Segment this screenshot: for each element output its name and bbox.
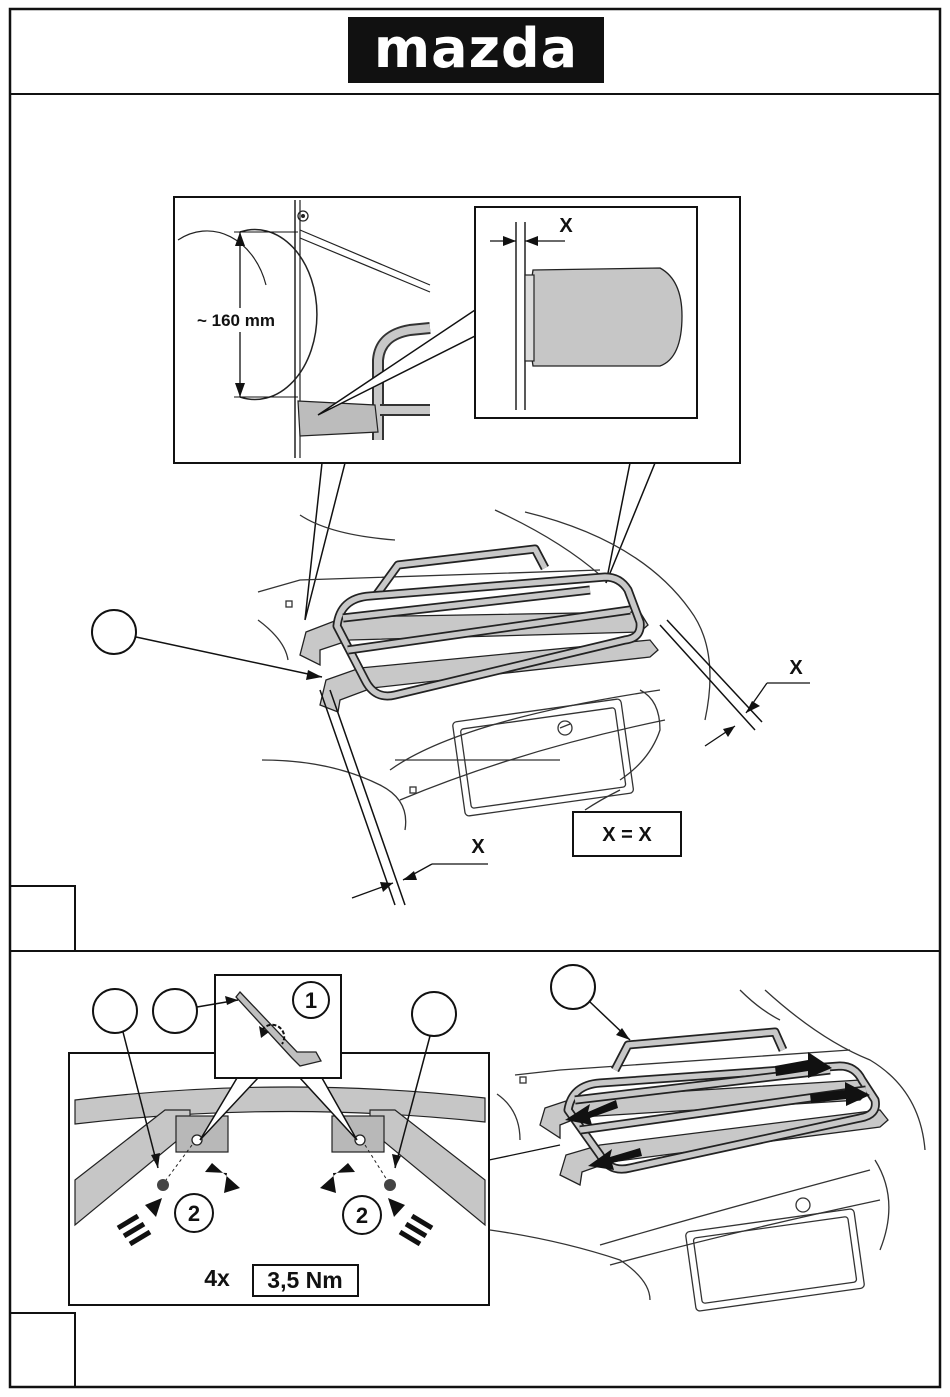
part-reference-circle: [551, 965, 595, 1009]
part-reference-circle: [153, 989, 197, 1033]
bolt-count-label: 4x: [204, 1265, 230, 1291]
equation-label: X = X: [602, 824, 652, 846]
x-label-right: X: [789, 657, 803, 679]
panel-step-1: ~ 160 mm X: [10, 197, 940, 951]
header: mazda: [10, 17, 940, 94]
inset-x-label: X: [559, 215, 573, 237]
mounting-detail: 2 2 4x 3,5 Nm: [69, 1053, 489, 1305]
car-rear-illustration-2: [489, 990, 925, 1311]
cap-plug-left: [157, 1179, 169, 1191]
measure-distance-label: ~ 160 mm: [197, 311, 275, 330]
step-marker-2-left-label: 2: [188, 1201, 200, 1226]
callout-pointer-right: [606, 463, 655, 583]
x-label-left: X: [471, 836, 485, 858]
step-marker-1-label: 1: [305, 988, 317, 1013]
x-measure-right: X: [660, 620, 810, 746]
inset-detail: X: [475, 207, 697, 418]
step-number-box-1: [10, 886, 75, 951]
inset-foot-pad: [529, 268, 682, 366]
mount-bracket-left: [176, 1116, 228, 1152]
detail-callout: ~ 160 mm X: [174, 197, 740, 463]
part-reference-circle: [93, 989, 137, 1033]
part-reference-circle: [92, 610, 136, 654]
step-number-box-2: [10, 1313, 75, 1387]
rack-foot-pad: [298, 401, 378, 436]
callout-pointer-left: [305, 463, 345, 620]
brand-logo-text: mazda: [374, 17, 578, 80]
panel-step-2: 2 2 4x 3,5 Nm 1: [10, 965, 925, 1387]
torque-label: 3,5 Nm: [267, 1267, 342, 1293]
part-reference-circle: [412, 992, 456, 1036]
cap-plug-right: [384, 1179, 396, 1191]
step-marker-2-right-label: 2: [356, 1203, 368, 1228]
